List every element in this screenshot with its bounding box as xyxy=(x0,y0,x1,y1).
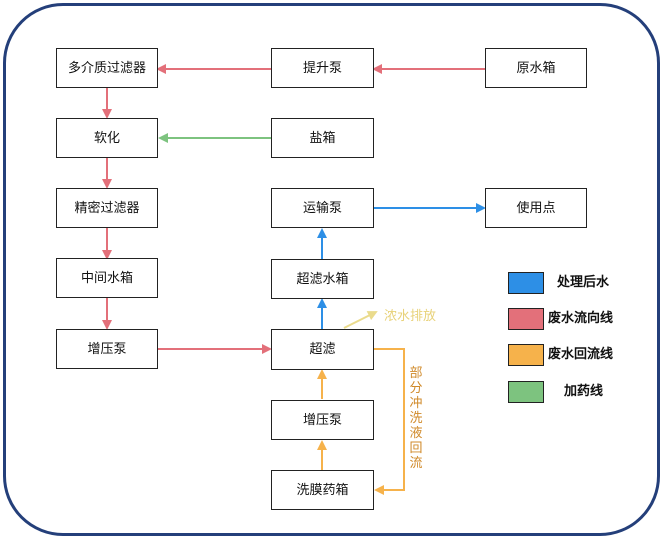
concentrate-discharge-label: 浓水排放 xyxy=(384,309,437,324)
rounded-frame xyxy=(3,3,660,536)
node-use-point: 使用点 xyxy=(485,188,587,228)
legend-swatch-return xyxy=(508,344,544,366)
node-multi-filter: 多介质过滤器 xyxy=(56,48,158,88)
node-middle-tank: 中间水箱 xyxy=(56,258,158,298)
node-membrane-tank: 洗膜药箱 xyxy=(271,470,374,510)
arrow-concentrate-discharge xyxy=(343,311,378,329)
node-uf-tank: 超滤水箱 xyxy=(271,259,374,299)
node-booster-pump-left: 增压泵 xyxy=(56,329,158,369)
node-transfer-pump: 运输泵 xyxy=(271,188,374,228)
legend-label-return: 废水回流线 xyxy=(548,347,614,362)
arrow-backflush-return xyxy=(374,348,405,495)
legend-swatch-treated xyxy=(508,272,544,294)
legend-swatch-waste xyxy=(508,308,544,330)
legend-label-dosing: 加药线 xyxy=(564,384,604,399)
legend-swatch-dosing xyxy=(508,381,544,403)
backflush-return-label: 部分冲洗液回流 xyxy=(409,366,423,471)
node-lift-pump: 提升泵 xyxy=(271,48,374,88)
node-booster-pump-right: 增压泵 xyxy=(271,400,374,440)
node-softener: 软化 xyxy=(56,118,158,158)
node-raw-tank: 原水箱 xyxy=(485,48,587,88)
legend-label-treated: 处理后水 xyxy=(557,275,610,290)
node-salt-tank: 盐箱 xyxy=(271,118,374,158)
node-uf: 超滤 xyxy=(271,329,374,370)
node-fine-filter: 精密过滤器 xyxy=(56,188,158,228)
legend-label-waste: 废水流向线 xyxy=(548,311,614,326)
